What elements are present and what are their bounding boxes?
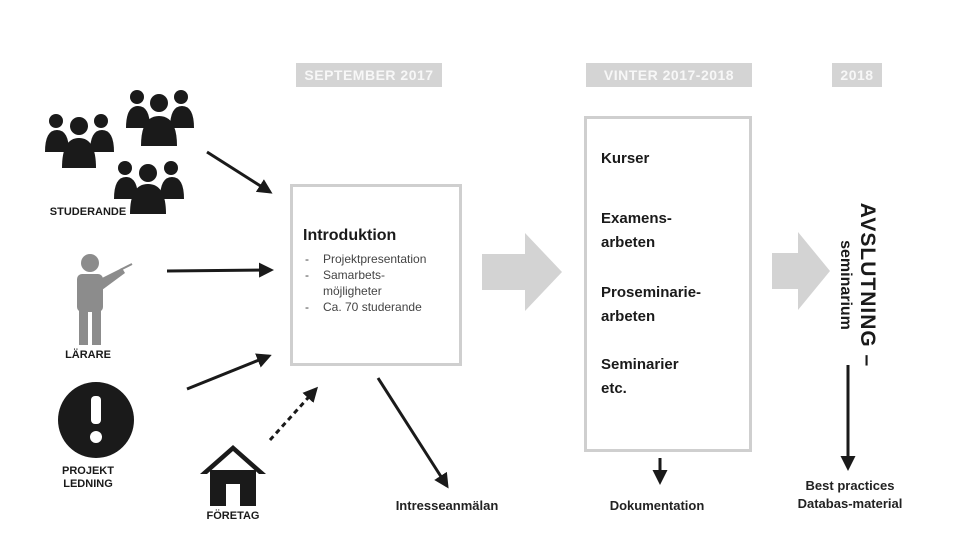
output-best-practices: Best practices bbox=[805, 478, 895, 493]
arrow-management-to-intro bbox=[186, 353, 272, 391]
big-arrow-winter-to-closing bbox=[772, 232, 830, 310]
closing-line1: AVSLUTNING – bbox=[856, 202, 879, 368]
label-ledning: LEDNING bbox=[63, 478, 113, 490]
label-projekt: PROJEKT bbox=[62, 465, 114, 477]
intro-box: Introduktion Projektpresentation Samarbe… bbox=[290, 184, 462, 366]
label-studerande: STUDERANDE bbox=[49, 206, 127, 218]
arrow-teacher-to-intro bbox=[166, 262, 274, 278]
arrow-company-to-intro bbox=[268, 386, 319, 442]
winter-activities-box: Kurser Examens- arbeten Proseminarie- ar… bbox=[584, 116, 752, 452]
winter-item-line: etc. bbox=[601, 380, 627, 397]
intro-item: Projektpresentation bbox=[303, 251, 426, 267]
winter-item-line: Examens- bbox=[601, 210, 672, 227]
winter-item-line: Seminarier bbox=[601, 356, 679, 373]
output-intresseanmalan: Intresseanmälan bbox=[395, 498, 499, 513]
winter-item-line: arbeten bbox=[601, 308, 656, 325]
teacher-icon bbox=[77, 254, 133, 345]
winter-item: Seminarier etc. bbox=[601, 353, 679, 401]
people-group-icon bbox=[45, 90, 194, 214]
phase-header-final: 2018 bbox=[832, 63, 882, 87]
winter-item: Kurser bbox=[601, 147, 649, 171]
intro-title: Introduktion bbox=[303, 227, 397, 244]
winter-item-line: Kurser bbox=[601, 150, 650, 167]
phase-header-winter: VINTER 2017-2018 bbox=[586, 63, 752, 87]
winter-item: Proseminarie- arbeten bbox=[601, 281, 701, 329]
arrow-intro-to-intresse bbox=[376, 377, 449, 489]
big-arrow-intro-to-winter bbox=[482, 233, 562, 311]
winter-item: Examens- arbeten bbox=[601, 207, 672, 255]
arrow-students-to-intro bbox=[206, 150, 273, 194]
phase-header-september: SEPTEMBER 2017 bbox=[296, 63, 442, 87]
exclamation-circle-icon bbox=[58, 382, 134, 458]
winter-item-line: Proseminarie- bbox=[601, 284, 702, 301]
closing-line2: seminarium bbox=[837, 240, 854, 330]
intro-item: Ca. 70 studerande bbox=[303, 299, 426, 315]
intro-item: Samarbets-möjligheter bbox=[303, 267, 415, 299]
closing-seminar-label: AVSLUTNING – seminarium bbox=[835, 203, 879, 367]
label-foretag: FÖRETAG bbox=[206, 510, 260, 522]
output-dokumentation: Dokumentation bbox=[609, 498, 705, 513]
house-icon bbox=[200, 445, 266, 506]
output-databas-material: Databas-material bbox=[797, 496, 903, 511]
intro-list: Projektpresentation Samarbets-möjlighete… bbox=[303, 251, 426, 315]
label-larare: LÄRARE bbox=[65, 349, 111, 361]
winter-item-line: arbeten bbox=[601, 234, 656, 251]
